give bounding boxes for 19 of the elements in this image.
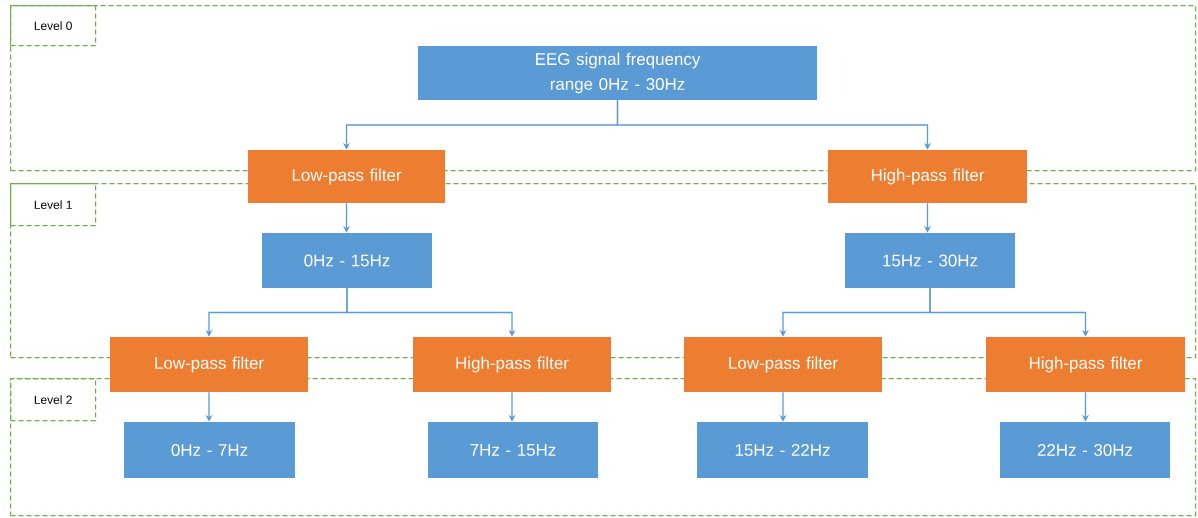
frequency-box: 7Hz - 15Hz	[428, 422, 598, 478]
filter-box: Low-pass filter	[684, 337, 882, 392]
frequency-box: 15Hz - 30Hz	[845, 233, 1015, 288]
filter-box: High-pass filter	[413, 337, 611, 392]
arrow	[346, 287, 516, 337]
frequency-box: 0Hz - 15Hz	[262, 233, 432, 288]
filter-box: High-pass filter	[828, 150, 1027, 203]
level-label: Level 1	[10, 183, 97, 227]
filter-box: High-pass filter	[986, 337, 1185, 392]
level-label: Level 0	[10, 5, 97, 47]
arrow	[929, 287, 1090, 337]
filter-box: Low-pass filter	[248, 150, 445, 203]
arrow	[616, 99, 932, 150]
frequency-box: 0Hz - 7Hz	[124, 422, 295, 478]
filter-box: Low-pass filter	[110, 337, 308, 392]
level-label: Level 2	[10, 378, 97, 422]
frequency-box: 22Hz - 30Hz	[1000, 422, 1170, 478]
frequency-box: EEG signal frequency range 0Hz - 30Hz	[418, 46, 817, 100]
frequency-box: 15Hz - 22Hz	[697, 422, 868, 478]
